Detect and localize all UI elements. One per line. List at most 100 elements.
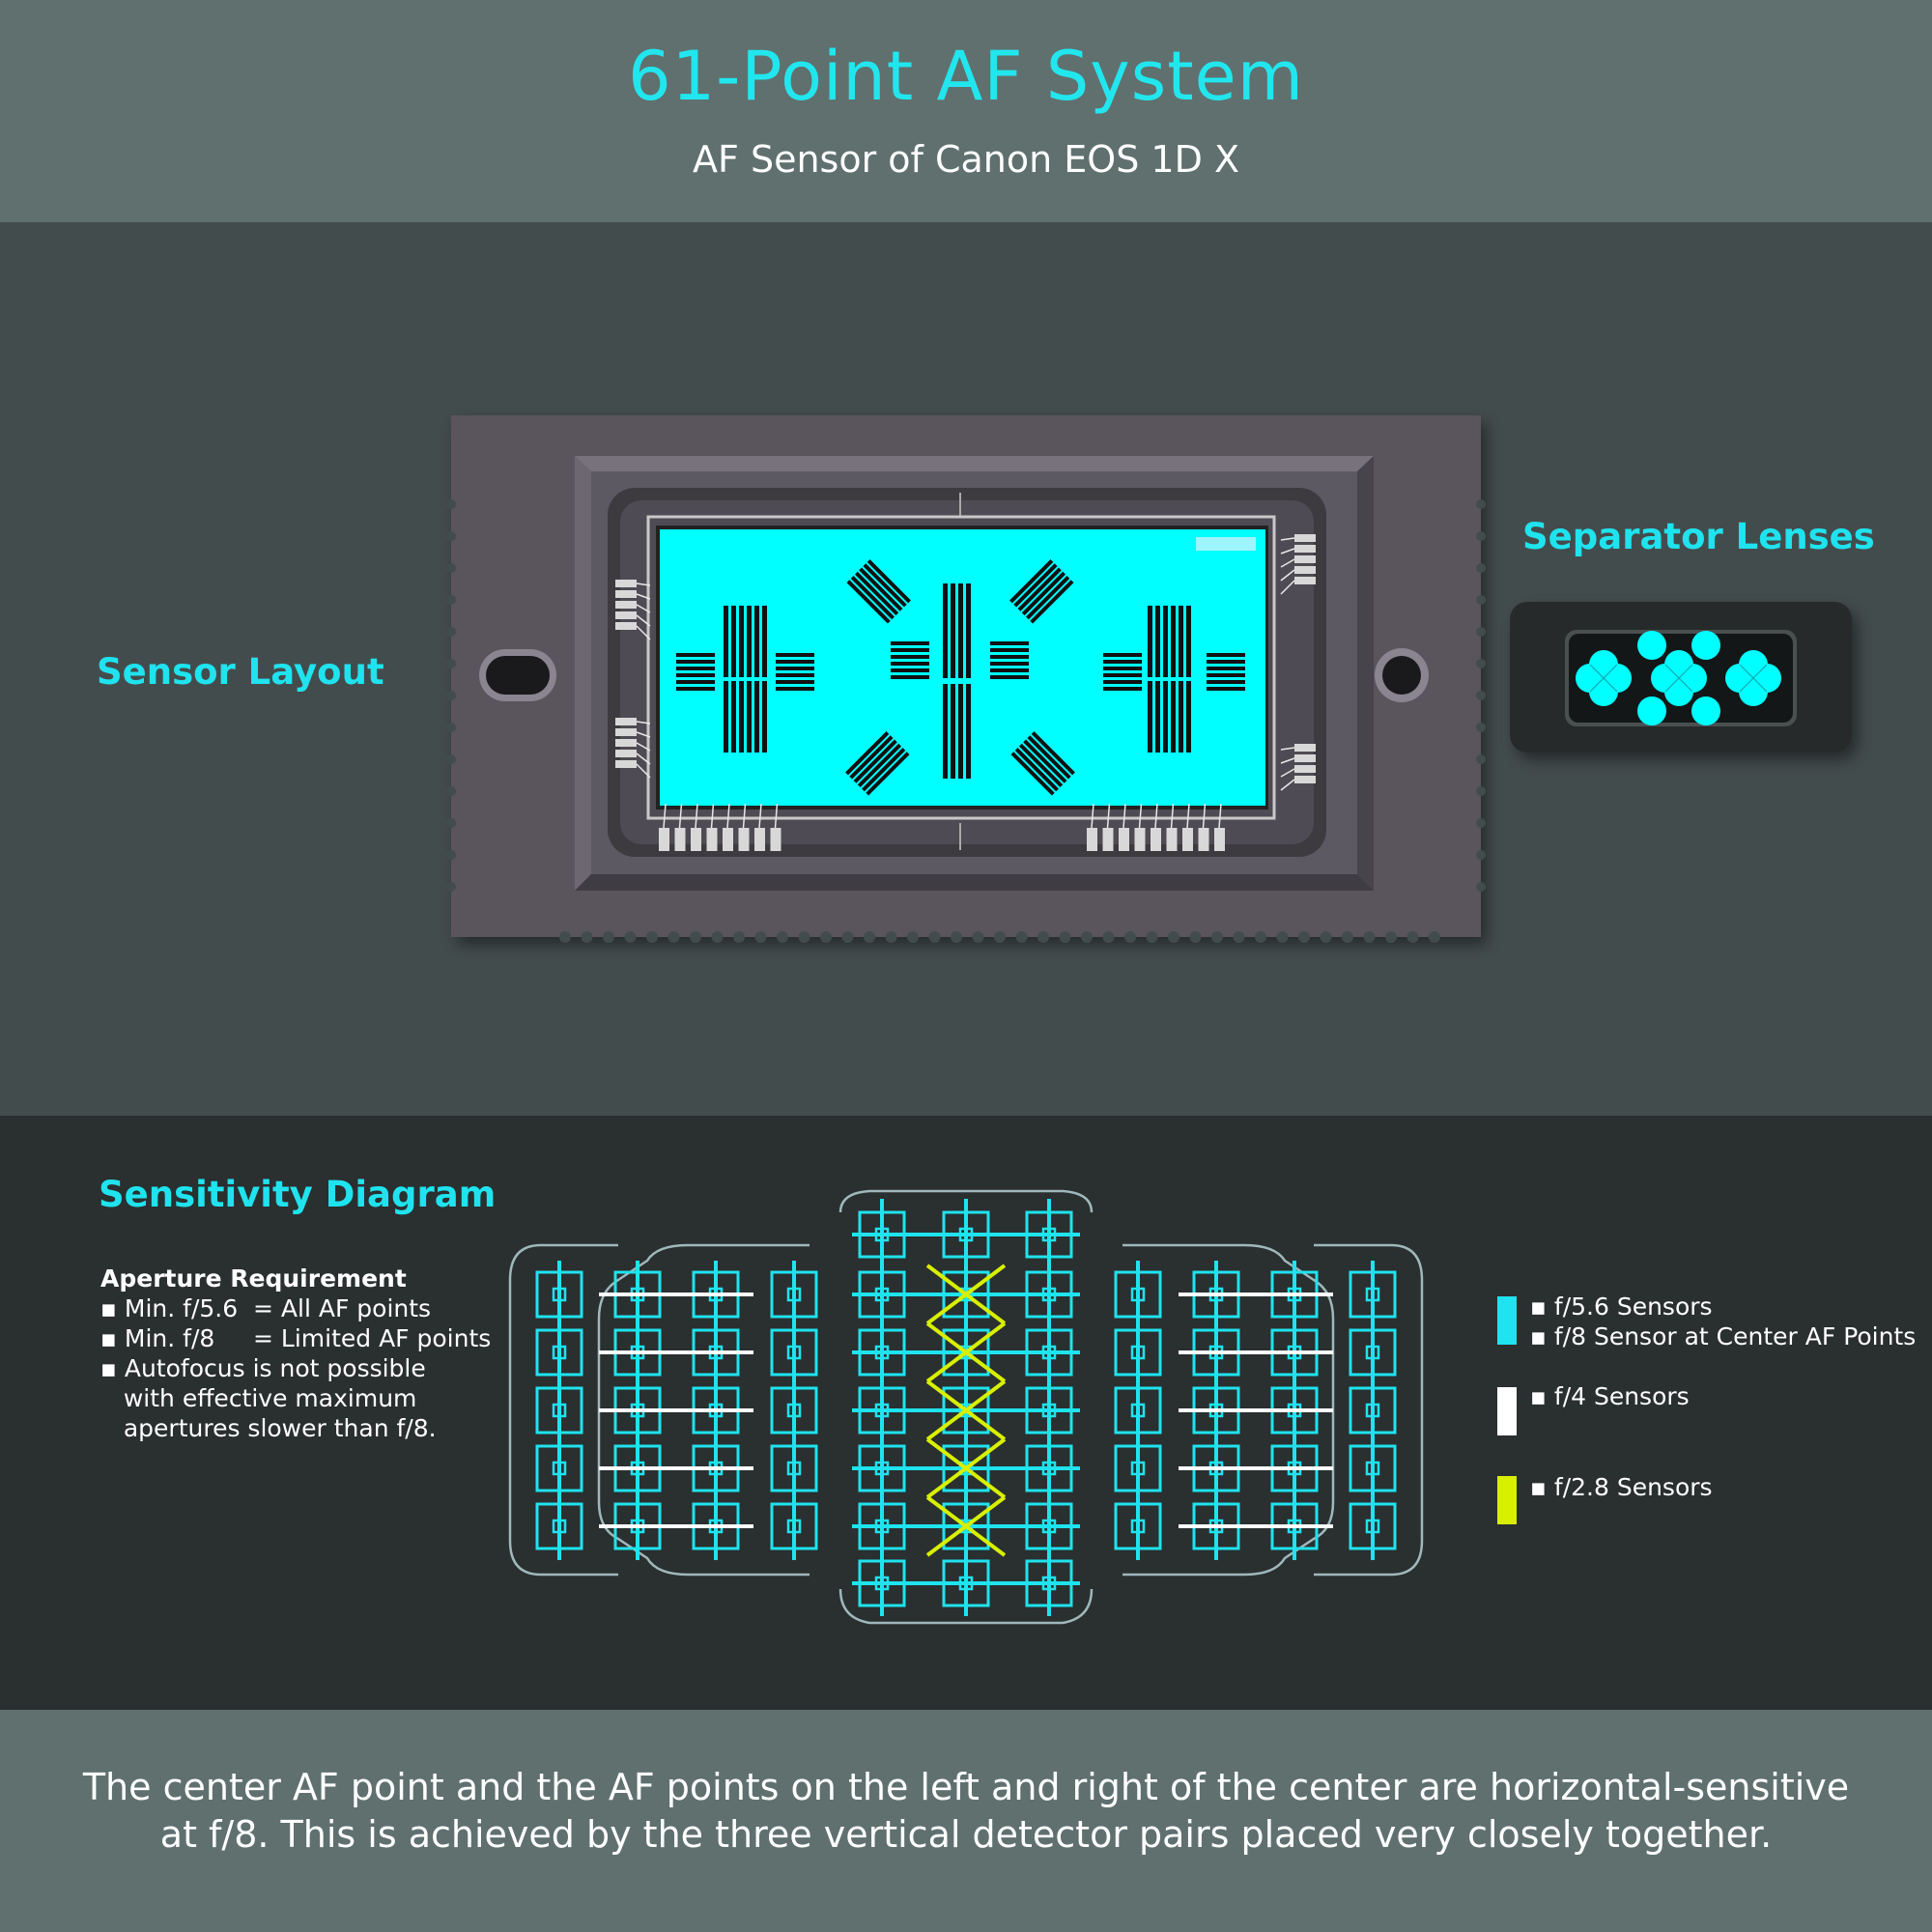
bond-pad <box>754 828 765 851</box>
bond-wire <box>742 803 747 829</box>
diagonal-detector <box>1014 748 1059 792</box>
vertical-detector <box>966 583 971 678</box>
bond-pad <box>615 590 637 598</box>
diagonal-detector <box>859 567 903 611</box>
housing-notch <box>1298 931 1310 943</box>
bond-wire <box>636 753 651 765</box>
housing-notch <box>972 931 984 943</box>
bond-pad <box>615 718 637 725</box>
horizontal-detector <box>676 687 715 691</box>
bond-wire <box>636 742 651 752</box>
bond-wire <box>636 625 651 640</box>
header-band <box>0 0 1932 222</box>
footer-line-1: The center AF point and the AF points on… <box>82 1766 1850 1808</box>
housing-notch <box>864 931 875 943</box>
sensitivity-diagram <box>508 1189 1424 1625</box>
diagonal-detector-group <box>845 731 910 796</box>
separator-lens <box>1739 650 1768 679</box>
aperture-line-1: ▪ Min. f/5.6 = All AF points <box>100 1294 432 1322</box>
separator-lens <box>1589 677 1618 706</box>
housing-notch <box>798 931 810 943</box>
housing-notch <box>668 931 680 943</box>
bond-wire <box>774 803 779 829</box>
housing-notch <box>1476 563 1486 573</box>
housing-notch <box>1429 931 1440 943</box>
vertical-detector <box>754 606 759 677</box>
frame-right-outer <box>1314 1243 1424 1577</box>
frame-bevel-top <box>575 456 1374 471</box>
vertical-detector <box>754 681 759 753</box>
bond-pad <box>615 622 637 630</box>
housing-notch <box>907 931 919 943</box>
bond-pad <box>1087 828 1097 851</box>
housing-notch <box>446 691 456 700</box>
bond-wire <box>636 604 651 613</box>
separator-lenses-illustration <box>1510 602 1852 753</box>
bond-wire <box>1280 580 1295 595</box>
bond-wire <box>1154 803 1158 829</box>
sensor-die <box>615 515 1316 851</box>
horizontal-detector <box>1103 660 1142 664</box>
separator-lens-array <box>1576 631 1781 725</box>
housing-notch <box>1476 882 1486 892</box>
bond-wire <box>636 614 651 627</box>
bond-wire <box>1170 803 1175 829</box>
housing-notch <box>1476 723 1486 732</box>
lens-seam <box>1664 664 1693 693</box>
bond-pad <box>1294 555 1316 563</box>
horizontal-detector <box>990 641 1029 645</box>
diagonal-detector <box>866 752 910 796</box>
legend-swatch-white <box>1497 1387 1517 1435</box>
diagonal-detector <box>1017 567 1062 611</box>
legend-swatch-cyan <box>1497 1296 1517 1345</box>
screw-hole-left <box>486 656 550 695</box>
separator-lens <box>1664 677 1693 706</box>
diagonal-detector <box>857 743 902 788</box>
housing-notch <box>446 882 456 892</box>
housing-notch <box>603 931 614 943</box>
separator-lens <box>1739 677 1768 706</box>
housing-notch <box>1476 818 1486 828</box>
vertical-detector <box>1186 681 1191 753</box>
bond-pad <box>615 728 637 736</box>
horizontal-detector <box>676 660 715 664</box>
footer-band <box>0 1710 1932 1932</box>
vertical-detector <box>762 681 767 753</box>
vertical-detector <box>951 684 955 779</box>
horizontal-detector <box>1207 660 1245 664</box>
housing-notch <box>1276 931 1289 943</box>
housing-notch <box>446 595 456 605</box>
horizontal-detector <box>776 660 814 664</box>
separator-lens <box>1637 696 1666 725</box>
separator-lens <box>1691 631 1720 660</box>
legend-swatch-yellow <box>1497 1476 1517 1524</box>
separator-lens <box>1691 696 1720 725</box>
bond-pad <box>1294 534 1316 542</box>
bond-wire <box>1138 803 1143 829</box>
horizontal-detector <box>891 662 929 666</box>
diagonal-detector-group <box>1009 559 1074 624</box>
frame-left-outer <box>508 1243 618 1577</box>
horizontal-detector <box>990 675 1029 679</box>
bond-pad <box>1294 545 1316 553</box>
aperture-line-5: apertures slower than f/8. <box>100 1414 437 1442</box>
frame-center-bottom <box>838 1588 1094 1625</box>
horizontal-detector <box>1207 687 1245 691</box>
lens-seam <box>1589 664 1618 693</box>
housing-notch <box>733 931 745 943</box>
bond-wire <box>1186 803 1190 829</box>
bond-pad <box>615 739 637 747</box>
housing-notch <box>1146 931 1158 943</box>
vertical-detector <box>1171 681 1176 753</box>
vertical-detector <box>739 606 744 677</box>
vertical-detector <box>1186 606 1191 677</box>
die-label-patch <box>1196 537 1256 551</box>
housing-notch <box>446 499 456 509</box>
aperture-requirement-notes: Aperture Requirement ▪ Min. f/5.6 = All … <box>100 1264 491 1443</box>
vertical-detector <box>951 583 955 678</box>
horizontal-detector <box>1103 680 1142 684</box>
bond-wire <box>1280 548 1295 554</box>
bond-pad <box>1198 828 1209 851</box>
housing-notch <box>1037 931 1049 943</box>
bond-pad <box>615 750 637 757</box>
